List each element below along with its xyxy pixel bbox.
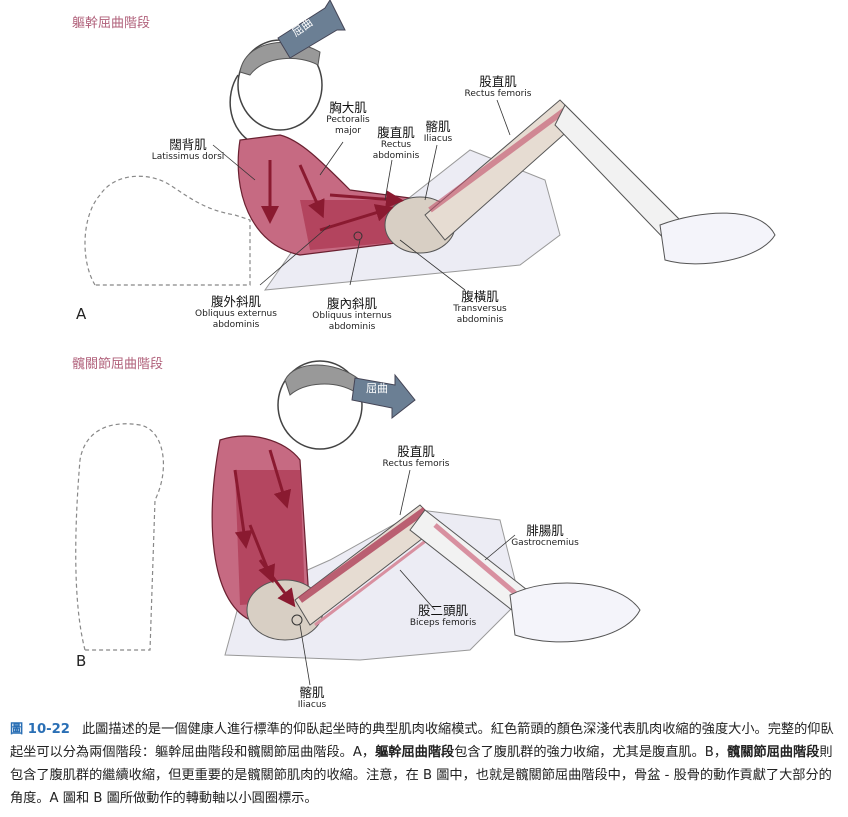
panel-b-pivot-circle xyxy=(291,614,303,626)
panel-a-muscle-arrow xyxy=(329,190,404,209)
panel-a-title: 軀幹屈曲階段 xyxy=(72,16,151,31)
panel-a-letter: A xyxy=(76,305,87,323)
caption-text-2: 包含了腹肌群的強力收縮，尤其是腹直肌。B， xyxy=(454,745,728,760)
panel-b-muscle-arrow xyxy=(268,449,292,509)
panel-a-pivot-circle xyxy=(353,231,363,241)
label-iliacus-b: 髂肌 Iliacus xyxy=(297,685,327,711)
panel-b-muscle-arrow xyxy=(233,469,253,549)
panel-b-rectus-femoris xyxy=(297,507,428,603)
panel-a-flexion-arrow xyxy=(277,0,346,59)
panel-b-foot xyxy=(509,582,641,643)
panel-a-muscle-arrow xyxy=(319,204,394,232)
label-obliquus-externus: 腹外斜肌 Obliquus externus abdominis xyxy=(195,294,277,330)
caption-text-3: 則包含了腹肌群的繼續收縮，但更重要的是髖關節肌肉的收縮。注意，在 B 圖中，也就… xyxy=(10,745,833,806)
panel-a-foot xyxy=(659,212,776,265)
panel-a-rectus-femoris xyxy=(428,107,567,213)
label-rectus-abdominis: 腹直肌 Rectus abdominis xyxy=(372,125,420,161)
label-transversus: 腹橫肌 Transversus abdominis xyxy=(453,289,507,325)
panel-b-flexion-arrow xyxy=(351,373,416,420)
panel-b-leader-lines xyxy=(299,469,516,686)
flexion-arrow-label-b: 屈曲 xyxy=(366,382,388,395)
panel-b-letter: B xyxy=(76,652,87,670)
situp-illustration xyxy=(75,0,776,686)
panel-b-figure xyxy=(75,360,641,686)
panel-a-start-outline xyxy=(84,175,251,286)
caption-bold-1: 軀幹屈曲階段 xyxy=(375,745,455,760)
label-rectus-femoris-a: 股直肌 Rectus femoris xyxy=(464,74,532,100)
panel-a-leader-lines xyxy=(212,99,511,291)
panel-a-figure xyxy=(84,0,776,291)
figure-number: 圖 10-22 xyxy=(10,722,70,737)
caption-text-1: 此圖描述的是一個健康人進行標準的仰臥起坐時的典型肌肉收縮模式。紅色箭頭的顏色深淺… xyxy=(10,722,834,760)
caption-bold-2: 髖關節屈曲階段 xyxy=(727,745,820,760)
panel-a-muscle-arrow xyxy=(298,164,325,219)
label-latissimus: 闊背肌 Latissimus dorsi xyxy=(151,137,225,163)
label-pectoralis: 胸大肌 Pectoralis major xyxy=(326,100,370,136)
label-rectus-femoris-b: 股直肌 Rectus femoris xyxy=(382,444,450,470)
panel-b-biceps-femoris xyxy=(314,528,441,627)
label-iliacus-a: 髂肌 Iliacus xyxy=(423,119,453,145)
label-gastrocnemius: 腓腸肌 Gastrocnemius xyxy=(511,523,579,549)
label-obliquus-internus: 腹內斜肌 Obliquus internus abdominis xyxy=(312,296,392,332)
label-biceps-femoris: 股二頭肌 Biceps femoris xyxy=(409,603,477,629)
panel-b-start-outline xyxy=(75,423,164,651)
panel-b-muscle-arrow xyxy=(258,559,296,608)
panel-b-title: 髖關節屈曲階段 xyxy=(72,357,164,372)
